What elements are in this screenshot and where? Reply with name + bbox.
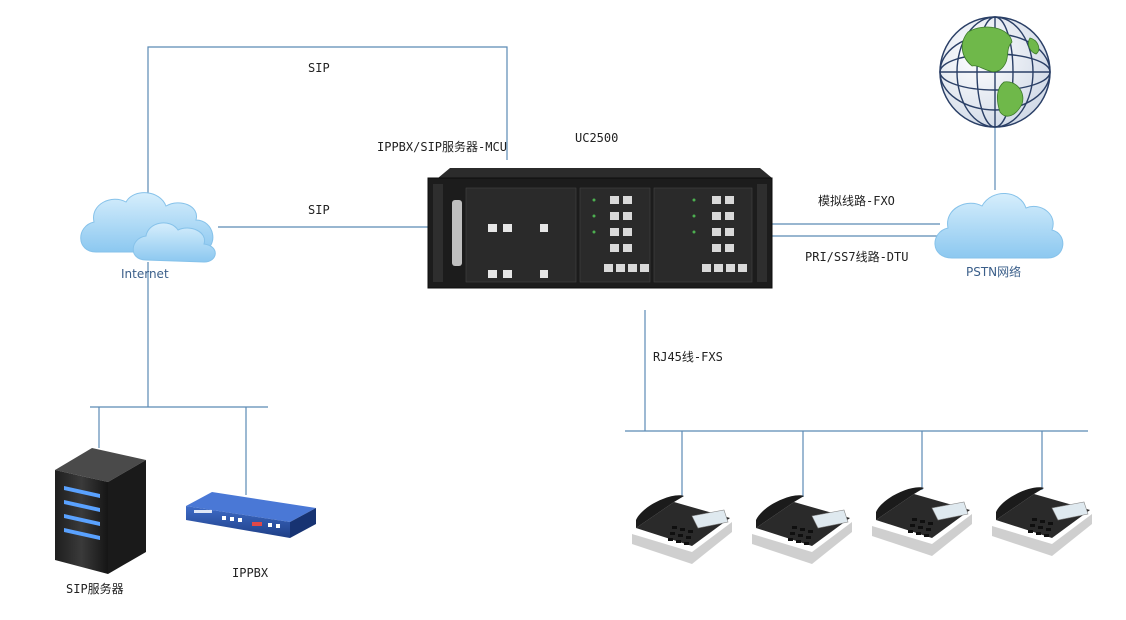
sip-top-label: SIP: [308, 61, 330, 75]
fxo-label: 模拟线路-FXO: [818, 194, 895, 208]
internet-label: Internet: [121, 267, 169, 281]
globe-icon: [939, 16, 1051, 128]
phone-icon: [632, 495, 732, 564]
line-internet-to-top: [147, 46, 508, 195]
ippbx-router-icon: [186, 492, 316, 538]
uc2500-device-icon: [427, 168, 773, 289]
phone-icon: [752, 495, 852, 564]
phone-icon: [992, 487, 1092, 556]
sip-server-icon: [55, 448, 146, 574]
ippbx-mcu-label: IPPBX/SIP服务器-MCU: [377, 140, 507, 154]
phones-group: [632, 487, 1092, 564]
sip-mid-label: SIP: [308, 203, 330, 217]
device-name-label: UC2500: [575, 131, 619, 145]
fxs-label: RJ45线-FXS: [653, 350, 723, 364]
internet-cloud-icon: [80, 192, 216, 263]
pstn-label: PSTN网络: [966, 265, 1022, 279]
ippbx-label: IPPBX: [232, 566, 269, 580]
sip-server-label: SIP服务器: [66, 582, 124, 596]
phone-icon: [872, 487, 972, 556]
connection-lines: [90, 46, 1088, 497]
dtu-label: PRI/SS7线路-DTU: [805, 250, 909, 264]
pstn-cloud-icon: [934, 193, 1064, 259]
